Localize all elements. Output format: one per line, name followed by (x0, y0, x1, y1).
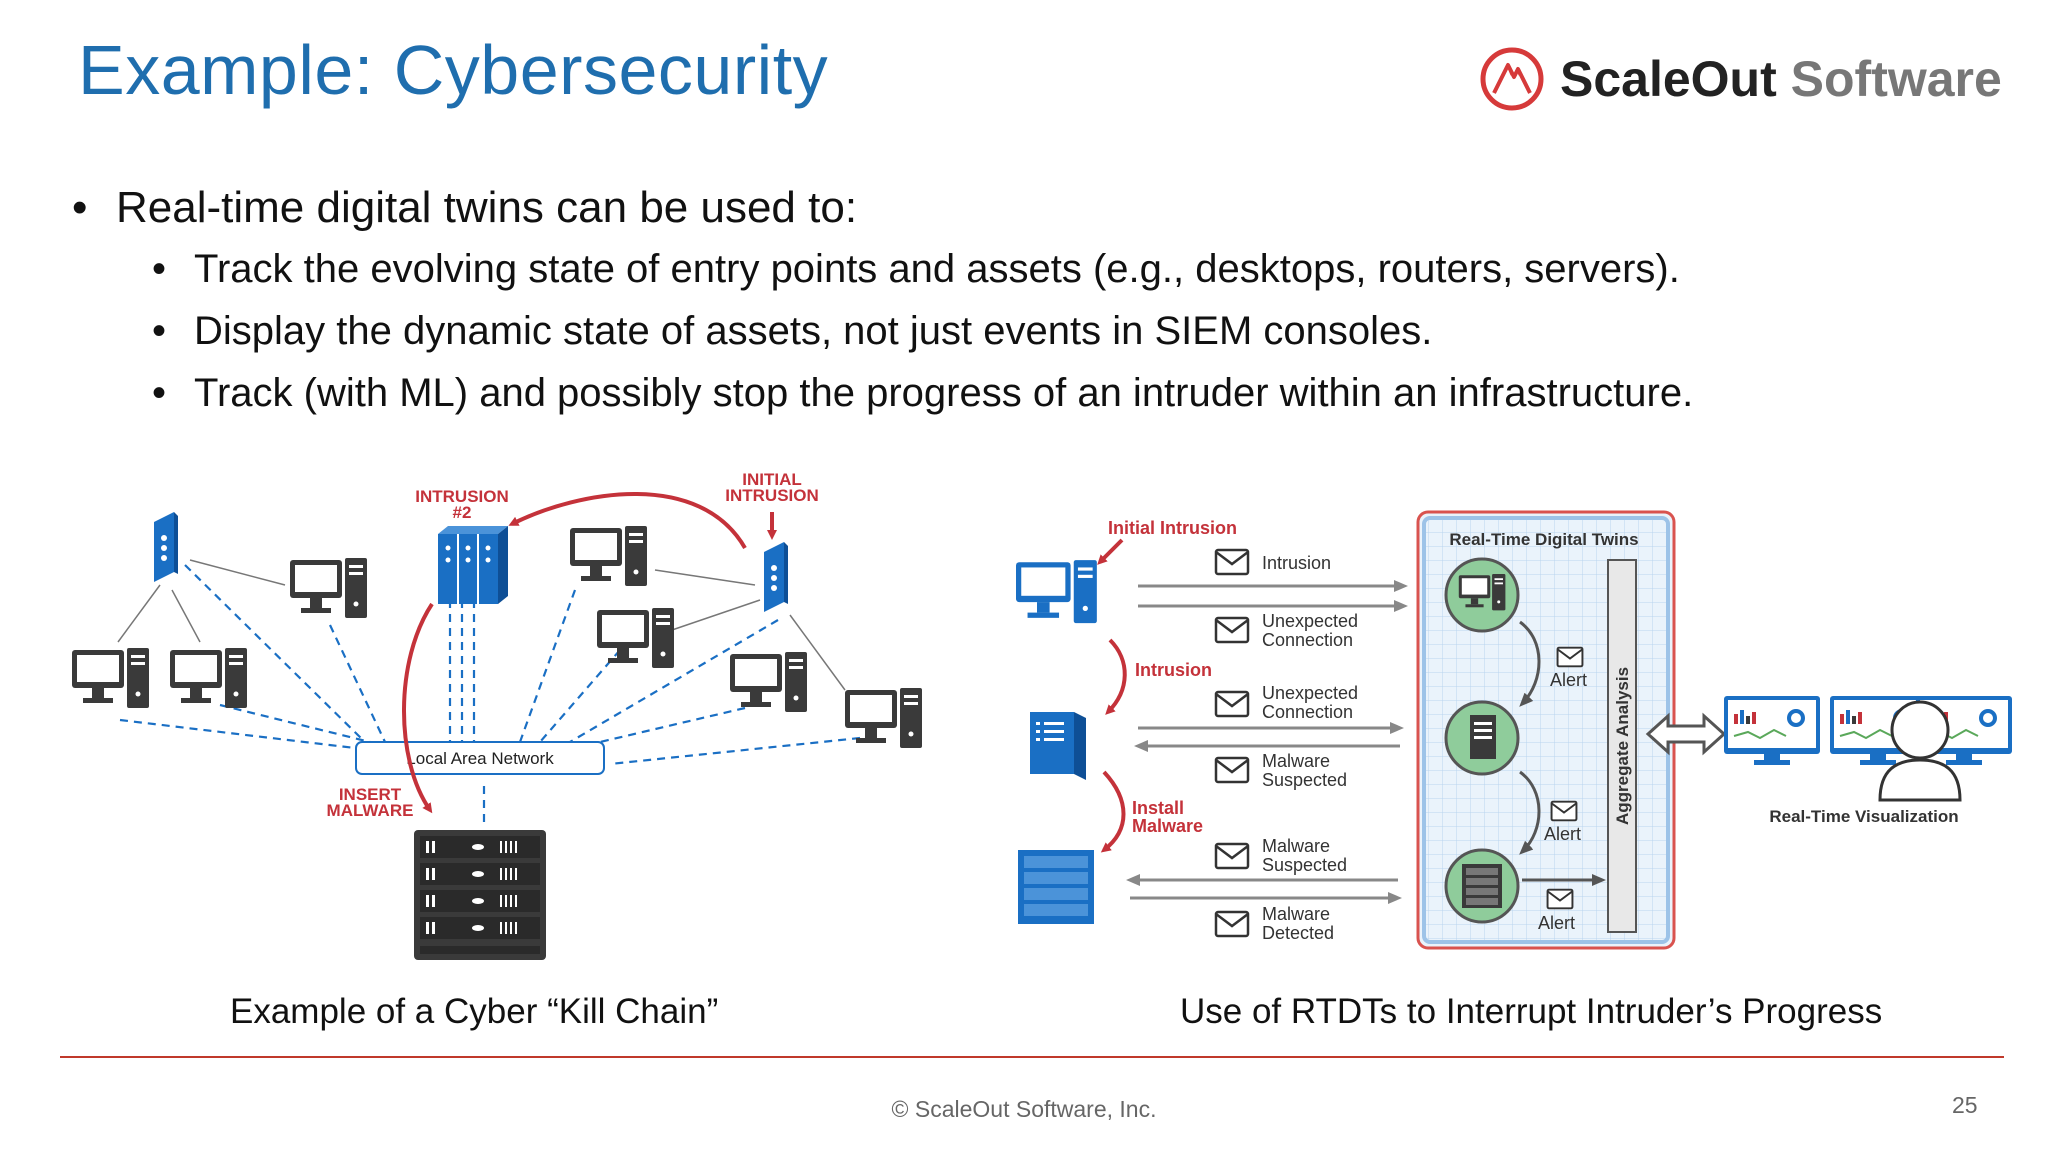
blue-server-icon (1030, 712, 1086, 780)
msg-label: Connection (1262, 702, 1353, 722)
msg-label: Suspected (1262, 770, 1347, 790)
msg-label: Unexpected (1262, 611, 1358, 631)
router-icon (764, 542, 788, 612)
logo-text-software: Software (1790, 51, 2002, 107)
label-insert: INSERT (339, 785, 402, 804)
lan-box (355, 741, 605, 775)
envelope-icon (1214, 842, 1250, 870)
twin-desktop (1444, 557, 1520, 633)
msg-label: Malware (1262, 836, 1330, 856)
msg-label: Intrusion (1262, 553, 1331, 573)
desktop-icon (570, 526, 647, 586)
envelope-icon (1214, 548, 1250, 576)
msg-label: Detected (1262, 923, 1334, 943)
msg-label: Connection (1262, 630, 1353, 650)
alert-envelope-icon (1556, 646, 1584, 668)
desktop-icon (170, 648, 247, 708)
person-icon (1878, 700, 1962, 802)
arrow-twin-1-2 (1519, 620, 1541, 707)
arrow-initial-to-intrusion2 (508, 492, 747, 550)
twin-server (1444, 700, 1520, 776)
mountain-logo-icon (1480, 47, 1544, 111)
footer-rule (60, 1056, 2004, 1058)
server-stack-icon (414, 830, 546, 960)
alert-label: Alert (1550, 670, 1587, 690)
alert-label: Alert (1538, 913, 1575, 933)
envelope-icon (1214, 910, 1250, 938)
arrow-twin-2-3 (1519, 770, 1541, 855)
desktop-icon (290, 558, 367, 618)
kill-chain-diagram: Local Area Network (72, 470, 922, 960)
alert-envelope-icon (1550, 800, 1578, 822)
page-number: 25 (1952, 1092, 1978, 1118)
sub-bullet-text: Track (with ML) and possibly stop the pr… (194, 370, 1694, 415)
sub-bullet-text: Display the dynamic state of assets, not… (194, 308, 1433, 353)
footer-copyright: © ScaleOut Software, Inc. (891, 1096, 1157, 1122)
label-initial: INITIAL (742, 470, 802, 489)
slide-title: Example: Cybersecurity (78, 31, 829, 109)
aggregate-label: Aggregate Analysis (1613, 667, 1632, 825)
intruder-desktop-icon (1016, 560, 1097, 624)
sub-bullet: •Track (with ML) and possibly stop the p… (152, 370, 1694, 415)
desktop-icon (597, 608, 674, 668)
rtdt-box-title: Real-Time Digital Twins (1449, 530, 1638, 549)
arrow-insert-malware (402, 602, 434, 814)
lan-label: Local Area Network (406, 749, 554, 768)
aggregate-bar (1607, 559, 1637, 933)
sub-bullet: •Track the evolving state of entry point… (152, 246, 1680, 291)
bullet-main-text: Real-time digital twins can be used to: (116, 183, 858, 232)
label-intrusion: Intrusion (1135, 660, 1212, 680)
alert-envelope-icon (1546, 888, 1574, 910)
label-intrusion2: INTRUSION (415, 487, 509, 506)
blue-rack-icon (1018, 850, 1094, 924)
desktop-icon (845, 688, 922, 748)
msg-label: Malware (1262, 751, 1330, 771)
twin-rack (1444, 848, 1520, 924)
alert-label: Alert (1544, 824, 1581, 844)
label-intrusion2-num: #2 (453, 503, 472, 522)
msg-label: Suspected (1262, 855, 1347, 875)
envelope-icon (1214, 616, 1250, 644)
scaleout-logo: ScaleOut Software (1478, 44, 2002, 114)
label-initial-intrusion: INTRUSION (725, 486, 819, 505)
rtdt-caption: Use of RTDTs to Interrupt Intruder’s Pro… (1180, 992, 1883, 1031)
sub-bullet-text: Track the evolving state of entry points… (194, 246, 1680, 291)
msg-label: Malware (1262, 904, 1330, 924)
envelope-icon (1214, 690, 1250, 718)
dashboard-monitor-icon (1724, 696, 1822, 766)
desktop-icon (72, 648, 149, 708)
label-malware: Malware (1132, 816, 1203, 836)
router-icon (154, 512, 178, 582)
arrow-intrusion (1105, 638, 1127, 715)
bullet-main: •Real-time digital twins can be used to: (72, 183, 858, 232)
logo-text-scaleout: ScaleOut (1560, 51, 1777, 107)
arrow-install-malware (1100, 770, 1126, 853)
server-rack-icon (438, 526, 508, 604)
label-install: Install (1132, 798, 1184, 818)
rtdt-diagram: Initial Intrusion Intrusion Install Malw… (1016, 510, 2014, 950)
desktop-icon (730, 652, 807, 712)
label-malware: MALWARE (327, 801, 414, 820)
bullet-list: •Real-time digital twins can be used to:… (72, 178, 2032, 424)
msg-label: Unexpected (1262, 683, 1358, 703)
envelope-icon (1214, 756, 1250, 784)
kill-chain-caption: Example of a Cyber “Kill Chain” (230, 992, 719, 1031)
rtdt-box: Real-Time Digital Twins (1416, 510, 1676, 950)
viz-label: Real-Time Visualization (1769, 807, 1958, 826)
label-initial-intrusion: Initial Intrusion (1108, 518, 1237, 538)
sub-bullet: •Display the dynamic state of assets, no… (152, 308, 1433, 353)
arrow-initial-intrusion (1097, 538, 1124, 565)
